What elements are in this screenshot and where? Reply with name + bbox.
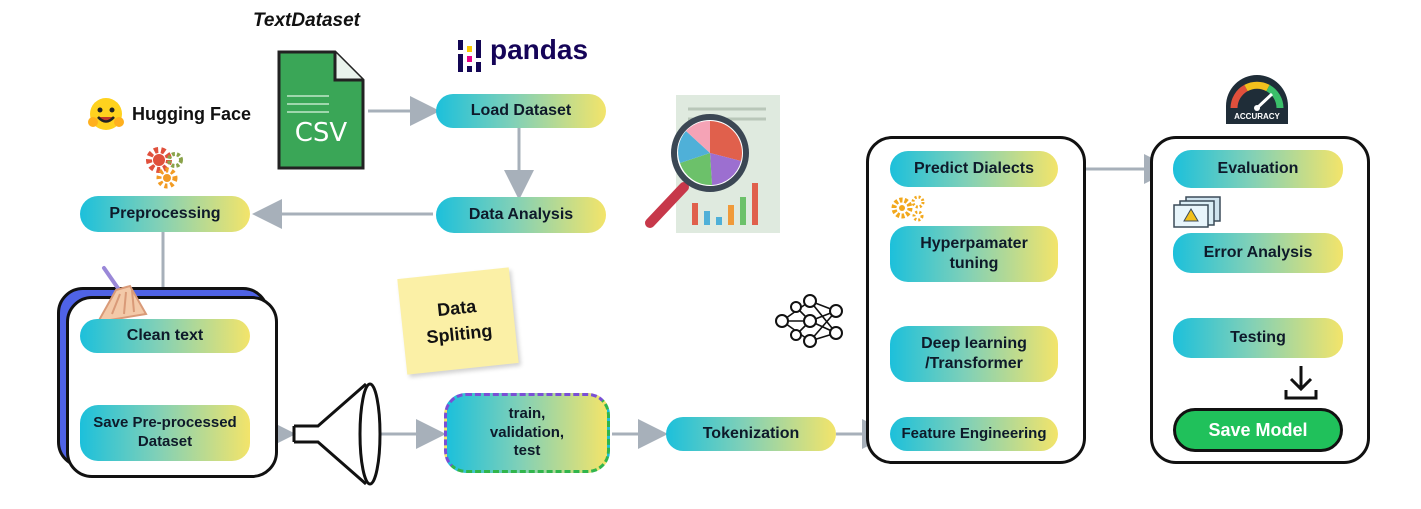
gears-small-icon <box>890 194 928 222</box>
train-validation-test-node: train, validation, test <box>444 393 610 473</box>
data-spliting-label: Data Spliting <box>425 295 494 348</box>
broom-icon <box>90 264 150 324</box>
text-dataset-label: TextDataset <box>253 10 361 31</box>
hugging-face-icon <box>88 96 124 132</box>
load-dataset-node: Load Dataset <box>436 94 606 128</box>
analysis-magnifier-icon <box>640 95 782 235</box>
neural-network-icon <box>774 293 846 349</box>
data-spliting-note: Data Spliting <box>397 267 519 375</box>
testing-node: Testing <box>1173 318 1343 358</box>
preprocessing-node: Preprocessing <box>80 196 250 232</box>
pandas-logo-icon <box>455 38 485 74</box>
deep-learning-node: Deep learning /Transformer <box>890 326 1058 382</box>
hyperparameter-node: Hyperpamater tuning <box>890 226 1058 282</box>
data-analysis-node: Data Analysis <box>436 197 606 233</box>
accuracy-gauge-icon: ACCURACY <box>1222 72 1292 128</box>
pandas-label: pandas <box>490 34 589 65</box>
tokenization-node: Tokenization <box>666 417 836 451</box>
save-model-button[interactable]: Save Model <box>1173 408 1343 452</box>
evaluation-node: Evaluation <box>1173 150 1343 188</box>
predict-dialects-node: Predict Dialects <box>890 151 1058 187</box>
error-analysis-node: Error Analysis <box>1173 233 1343 273</box>
hugging-face-label: Hugging Face <box>132 104 252 124</box>
warning-windows-icon <box>1172 195 1222 229</box>
save-preprocessed-node: Save Pre-processed Dataset <box>80 405 250 461</box>
feature-engineering-node: Feature Engineering <box>890 417 1058 451</box>
funnel-icon <box>290 378 386 490</box>
gears-icon <box>145 146 185 190</box>
clean-text-node: Clean text <box>80 319 250 353</box>
accuracy-label: ACCURACY <box>1234 112 1280 121</box>
download-icon <box>1283 364 1319 402</box>
csv-label: CSV <box>294 118 348 148</box>
csv-file-icon: CSV <box>275 48 367 172</box>
save-model-label: Save Model <box>1208 419 1308 440</box>
model-box <box>866 136 1086 464</box>
